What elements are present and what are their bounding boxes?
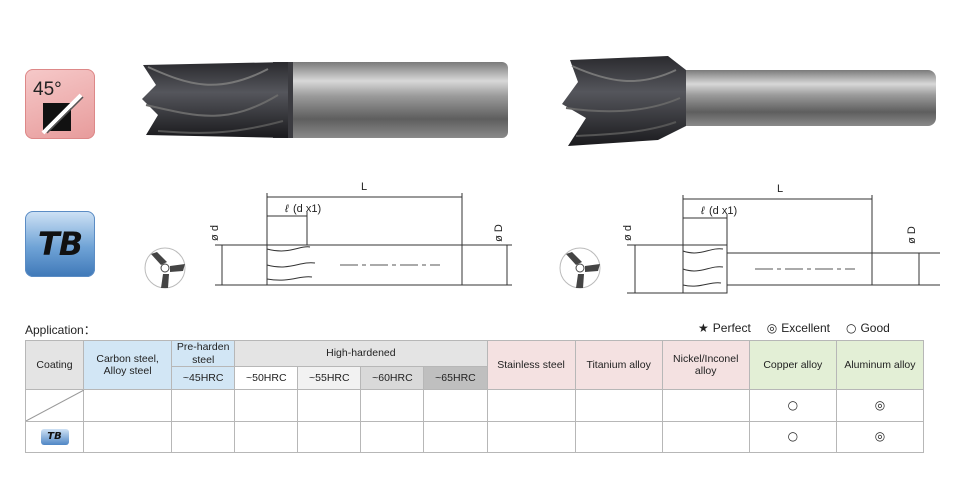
circle-icon: ○ <box>845 321 857 335</box>
rating-copper: ○ <box>748 389 837 422</box>
legend-perfect: ★ Perfect <box>698 321 751 335</box>
end-view-icon <box>559 247 601 289</box>
technical-drawing-left: L ℓ (d x1) ø d ø D <box>144 181 512 289</box>
legend-good: ○ Good <box>846 321 890 335</box>
end-mill-photo-straight <box>142 62 508 138</box>
end-view-icon <box>144 247 186 289</box>
legend-good-label: Good <box>860 321 890 335</box>
coating-tb-badge: TB <box>25 211 95 277</box>
helix-angle-icon <box>41 93 84 135</box>
cutting-diameter-label: ø d <box>622 225 634 241</box>
legend-excellent-label: Excellent <box>781 321 830 335</box>
header-high-hardened: High-hardened <box>234 340 488 367</box>
header-coating: Coating <box>24 340 85 390</box>
legend-perfect-label: Perfect <box>712 321 751 335</box>
header-60hrc: ~60HRC <box>360 366 425 390</box>
star-icon: ★ <box>698 321 709 335</box>
legend-excellent: ◎ Excellent <box>767 321 830 335</box>
header-55hrc: ~55HRC <box>297 366 362 390</box>
application-label: Application： <box>25 323 96 337</box>
rating-copper: ○ <box>748 421 837 453</box>
technical-drawing-right: L ℓ (d x1) ø d ø D <box>559 183 940 294</box>
shank-diameter-label: ø D <box>493 224 505 242</box>
uncoated-diagonal-icon <box>26 390 84 421</box>
cutting-diameter-label: ø d <box>209 225 221 241</box>
overall-length-label: L <box>361 181 367 193</box>
angle-45-badge: 45° <box>25 69 95 139</box>
header-pre-harden: Pre-harden steel <box>171 340 236 367</box>
header-45hrc: ~45HRC <box>171 366 236 390</box>
row-coating-tb: TB <box>24 421 85 453</box>
end-mill-photo-perspective <box>562 56 936 146</box>
application-table: Coating Carbon steel, Alloy steel Pre-ha… <box>24 340 925 453</box>
header-nickel: Nickel/Inconel alloy <box>661 340 750 390</box>
coating-tb-label: TB <box>37 225 83 263</box>
flute-length-spec: (d x1) <box>293 203 321 215</box>
row-coating-uncoated <box>24 389 85 422</box>
shank-diameter-label: ø D <box>906 226 918 244</box>
header-65hrc: ~65HRC <box>423 366 488 390</box>
table-row: ○ ◎ <box>24 389 925 422</box>
header-copper: Copper alloy <box>748 340 837 390</box>
flute-length-label: ℓ <box>700 205 705 217</box>
overall-length-label: L <box>777 183 783 195</box>
rating-aluminum: ◎ <box>835 421 925 453</box>
header-carbon-steel: Carbon steel, Alloy steel <box>83 340 173 390</box>
header-stainless: Stainless steel <box>486 340 576 390</box>
table-row: TB ○ ◎ <box>24 421 925 453</box>
flute-length-label: ℓ <box>284 203 289 215</box>
header-titanium: Titanium alloy <box>574 340 663 390</box>
coating-tb-mini-badge: TB <box>40 429 69 445</box>
rating-legend: ★ Perfect ◎ Excellent ○ Good <box>698 321 890 335</box>
flute-length-spec: (d x1) <box>709 205 737 217</box>
rating-aluminum: ◎ <box>835 389 925 422</box>
header-50hrc: ~50HRC <box>234 366 299 390</box>
header-aluminum: Aluminum alloy <box>835 340 925 390</box>
angle-label: 45° <box>33 79 62 100</box>
double-circle-icon: ◎ <box>766 321 778 335</box>
